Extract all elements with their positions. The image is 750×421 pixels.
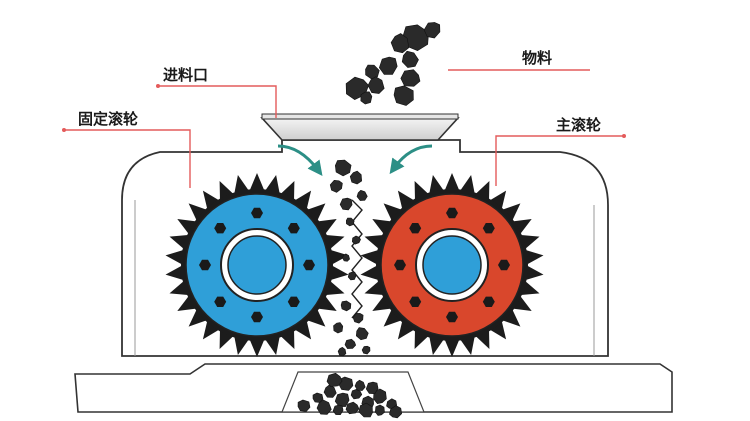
- fixed-roller-label: 固定滚轮: [78, 110, 138, 128]
- coal-lump-icon: [344, 338, 357, 349]
- coal-lump-icon: [312, 392, 324, 403]
- hex-bolt-icon: [303, 259, 315, 271]
- coal-lump-icon: [352, 313, 364, 324]
- coal-lump-icon: [338, 376, 354, 391]
- coal-lump-icon: [356, 189, 368, 201]
- coal-lump-icon: [365, 64, 380, 80]
- coal-lump-icon: [390, 33, 410, 54]
- hex-bolt-icon: [482, 223, 495, 234]
- coal-lump-icon: [323, 384, 337, 398]
- main-roller-label: 主滚轮: [556, 116, 601, 134]
- coal-lump-icon: [386, 398, 398, 410]
- coal-lump-icon: [337, 346, 347, 357]
- coal-lump-icon: [351, 235, 361, 245]
- hex-bolt-icon: [394, 259, 406, 271]
- crushing-gap: [351, 199, 363, 319]
- feed-hopper: [260, 117, 460, 141]
- curved-arrow-icon: [389, 144, 433, 175]
- coal-lump-icon: [342, 253, 350, 262]
- hex-bolt-icon: [199, 259, 211, 271]
- coal-lump-icon: [347, 271, 357, 281]
- coal-lump-icon: [355, 327, 369, 341]
- hex-bolt-icon: [409, 223, 422, 234]
- main-roller-leader-dot: [622, 134, 626, 138]
- coal-lump-icon: [297, 399, 311, 412]
- main-roller-hub: [422, 235, 482, 295]
- coal-lump-icon: [334, 159, 352, 177]
- coal-lump-icon: [354, 379, 366, 391]
- inlet-label: 进料口: [163, 66, 208, 84]
- coal-lump-icon: [423, 22, 441, 39]
- feed-hopper-rim: [261, 113, 459, 120]
- hex-bolt-icon: [446, 207, 458, 219]
- hex-bolt-icon: [287, 296, 300, 307]
- coal-lump-icon: [378, 56, 398, 75]
- main-roller-leader-line: [495, 135, 624, 186]
- hex-bolt-icon: [498, 259, 510, 271]
- fixed-roller-hub: [227, 235, 287, 295]
- material-lumps-output: [297, 372, 403, 419]
- hex-bolt-icon: [251, 311, 263, 323]
- fixed-roller-leader-line: [64, 129, 191, 188]
- material-lumps-falling: [329, 159, 371, 357]
- hex-bolt-icon: [482, 296, 495, 307]
- coal-lump-icon: [401, 50, 419, 68]
- coal-lump-icon: [333, 322, 344, 334]
- coal-lump-icon: [334, 392, 350, 407]
- material-lumps-top: [345, 22, 441, 106]
- inlet-leader-dot: [156, 84, 160, 88]
- curved-arrow-icon: [277, 144, 323, 176]
- hex-bolt-icon: [214, 296, 227, 307]
- coal-lump-icon: [345, 217, 355, 227]
- hex-bolt-icon: [287, 223, 300, 234]
- material-label: 物料: [522, 49, 552, 67]
- coal-lump-icon: [339, 197, 353, 211]
- fixed-roller-leader-dot: [62, 128, 66, 132]
- coal-lump-icon: [329, 179, 343, 193]
- coal-lump-icon: [389, 405, 403, 419]
- coal-lump-icon: [332, 404, 344, 416]
- hex-bolt-icon: [446, 311, 458, 323]
- coal-lump-icon: [340, 300, 352, 312]
- coal-lump-icon: [360, 91, 373, 105]
- coal-lump-icon: [367, 76, 385, 94]
- coal-lump-icon: [365, 381, 379, 395]
- coal-lump-icon: [316, 399, 332, 415]
- coal-lump-icon: [373, 388, 387, 405]
- coal-lump-icon: [349, 170, 363, 185]
- coal-lump-icon: [400, 69, 421, 87]
- coal-lump-icon: [374, 404, 385, 416]
- coal-lump-icon: [350, 388, 363, 400]
- hex-bolt-icon: [214, 223, 227, 234]
- inlet-leader-line: [158, 85, 277, 118]
- fixed-roller: [165, 173, 349, 357]
- hex-bolt-icon: [409, 296, 422, 307]
- coal-lump-icon: [326, 372, 343, 388]
- coal-lump-icon: [345, 401, 360, 415]
- coal-lump-icon: [361, 345, 371, 355]
- hex-bolt-icon: [251, 207, 263, 219]
- main-roller: [360, 173, 544, 357]
- coal-lump-icon: [393, 85, 414, 106]
- coal-lump-icon: [358, 402, 373, 418]
